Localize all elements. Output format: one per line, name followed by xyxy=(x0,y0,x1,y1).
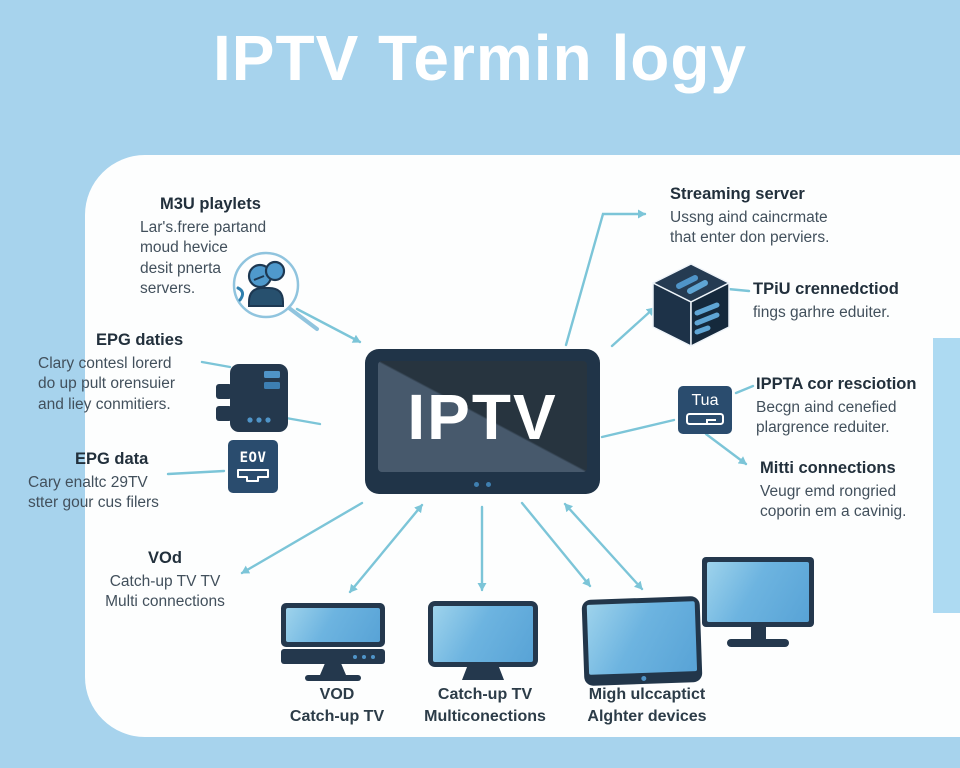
tv-screen-label: IPTV xyxy=(407,380,558,453)
caption-vod: VOD Catch-up TV xyxy=(252,684,422,728)
ippta-line: plargrence reduiter. xyxy=(756,419,890,436)
mitti-line: Veugr emd rongried xyxy=(760,482,897,500)
caption-devices: Migh ulccaptict Alghter devices xyxy=(562,684,732,728)
tpiu-line: fings garhre eduiter. xyxy=(753,303,891,321)
vod-catchup-block: VOd Catch-up TV TV Multi connections xyxy=(65,548,265,613)
ippta-heading: IPPTA cor resciotion xyxy=(756,375,917,393)
caption-catchup: Catch-up TV Multiconections xyxy=(400,684,570,728)
central-iptv-tv: IPTV xyxy=(365,349,600,494)
caption-line: Migh ulccaptict xyxy=(588,686,706,703)
streaming-server-block: Streaming server Ussng aind caincrmate t… xyxy=(670,184,829,249)
epg-daties-line: do up pult orensuier xyxy=(38,375,176,392)
caption-line: Catch-up TV xyxy=(437,686,533,703)
caption-line: VOD xyxy=(319,686,355,703)
desktop-monitor-icon xyxy=(281,603,385,681)
mitti-heading: Mitti connections xyxy=(760,459,896,477)
cube-icon xyxy=(645,258,737,355)
caption-line: Catch-up TV xyxy=(289,708,385,725)
vod-line: Multi connections xyxy=(105,593,225,610)
right-edge-blue-strip xyxy=(933,338,960,613)
tablet-home-dot xyxy=(640,675,646,682)
monitor-stand xyxy=(320,664,346,675)
epg-data-line: Cary enaltc 29TV xyxy=(28,473,148,491)
tua-keyboard-glyph xyxy=(686,413,724,425)
caption-line: Multiconections xyxy=(424,708,546,725)
epg-data-line: stter gour cus filers xyxy=(28,494,159,511)
m3u-playlists-block: M3U playlets Lar's.frere partand moud he… xyxy=(140,194,266,300)
streaming-line: Ussng aind caincrmate xyxy=(670,208,828,226)
eov-box-icon: EOV xyxy=(228,440,278,493)
streaming-heading: Streaming server xyxy=(670,185,805,203)
vod-heading: VOd xyxy=(148,549,182,567)
large-monitor-base xyxy=(727,639,789,647)
ippta-resolution-block: IPPTA cor resciotion Becgn aind cenefied… xyxy=(756,374,916,439)
m3u-line: servers. xyxy=(140,280,196,297)
magnifier-person-icon xyxy=(218,240,328,341)
epg-daties-line: and liey conmitiers. xyxy=(38,395,171,413)
monitor-base xyxy=(305,675,361,681)
streaming-line: that enter don perviers. xyxy=(670,229,830,246)
stb-device-icon xyxy=(212,356,294,451)
tua-box-icon: Tua xyxy=(678,386,732,434)
tua-box-label: Tua xyxy=(691,392,719,409)
ippta-line: Becgn aind cenefied xyxy=(756,398,897,416)
caption-line: Alghter devices xyxy=(587,708,707,725)
monitor-base-bar xyxy=(281,649,385,664)
m3u-line: moud hevice xyxy=(140,239,228,256)
multi-connections-block: Mitti connections Veugr emd rongried cop… xyxy=(760,458,906,523)
m3u-heading: M3U playlets xyxy=(160,195,261,213)
vod-line: Catch-up TV TV xyxy=(109,572,221,590)
eov-box-label: EOV xyxy=(239,450,267,466)
tpiu-connection-block: TPiU crennedctiod fings garhre eduiter. xyxy=(753,279,899,323)
mitti-line: coporin em a cavinig. xyxy=(760,503,907,520)
page-title: IPTV Termin logy xyxy=(213,22,747,94)
epg-daties-block: EPG daties Clary contesl lorerd do up pu… xyxy=(38,330,183,415)
large-monitor-neck xyxy=(750,627,766,639)
tv-device-stand xyxy=(462,667,504,680)
tv-bezel-dots xyxy=(365,482,600,487)
epg-data-block: EPG data Cary enaltc 29TV stter gour cus… xyxy=(28,449,159,514)
epg-daties-line: Clary contesl lorerd xyxy=(38,354,172,372)
m3u-line: desit pnerta xyxy=(140,259,221,277)
tablet-screen xyxy=(586,601,698,675)
monitor-screen-frame xyxy=(281,603,385,647)
tv-device-frame xyxy=(428,601,538,667)
large-monitor-frame xyxy=(702,557,814,627)
m3u-line: Lar's.frere partand xyxy=(140,218,267,236)
tablet-icon xyxy=(581,595,703,687)
epg-daties-heading: EPG daties xyxy=(96,331,184,349)
large-monitor-icon xyxy=(702,557,814,647)
tv-screen: IPTV xyxy=(378,361,587,472)
epg-data-heading: EPG data xyxy=(75,450,149,468)
eov-tray-glyph xyxy=(237,469,269,482)
tpiu-heading: TPiU crennedctiod xyxy=(753,280,899,298)
tv-device-icon xyxy=(428,601,538,680)
